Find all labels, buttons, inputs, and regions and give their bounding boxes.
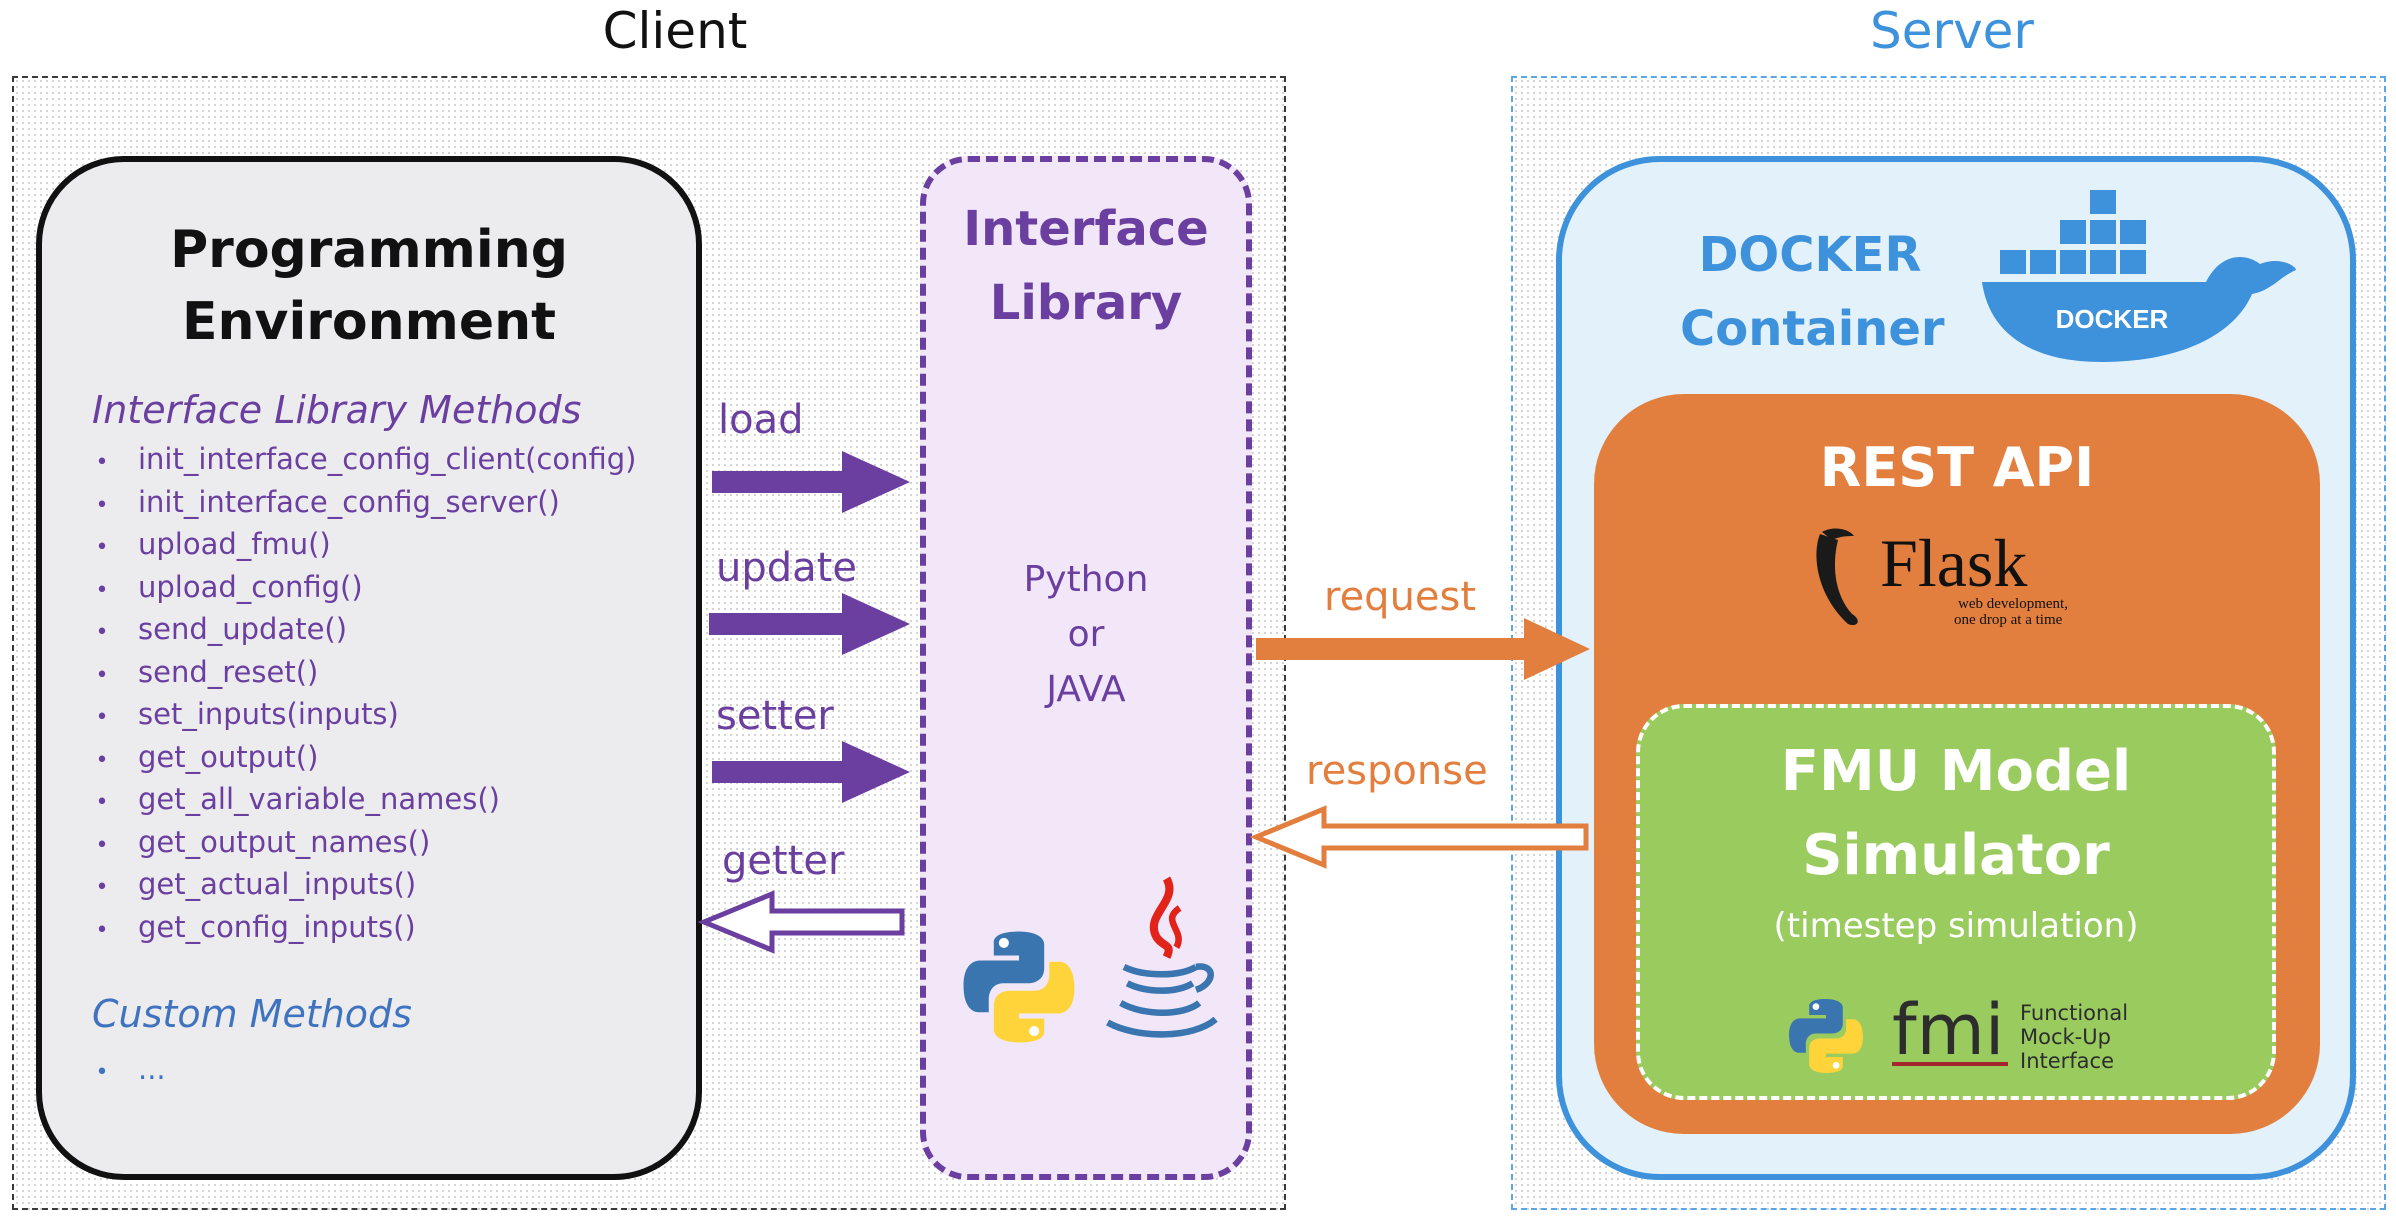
fmu-simulator-box: FMU Model Simulator (timestep simulation… bbox=[1636, 704, 2276, 1100]
method-label: upload_config() bbox=[138, 569, 363, 604]
lang-line: Python bbox=[1023, 559, 1149, 600]
interface-library-box: Interface Library Python or JAVA bbox=[920, 156, 1252, 1180]
title-line: FMU Model bbox=[1780, 739, 2132, 804]
response-arrow bbox=[1249, 805, 1589, 869]
method-item: • set_inputs(inputs) bbox=[66, 693, 636, 736]
request-arrow bbox=[1256, 618, 1590, 680]
update-arrow bbox=[709, 593, 910, 655]
bullet: • bbox=[95, 535, 109, 560]
docker-container-box: DOCKER Container DOCKER REST API Flask w… bbox=[1556, 156, 2356, 1180]
getter-arrow bbox=[697, 890, 905, 954]
method-label: set_inputs(inputs) bbox=[138, 697, 399, 731]
getter-label: getter bbox=[722, 838, 845, 884]
rest-api-title: REST API bbox=[1819, 436, 2095, 499]
docker-container-title: DOCKER Container bbox=[1680, 218, 1945, 366]
method-label: get_actual_inputs() bbox=[138, 867, 417, 901]
method-item: • upload_fmu() bbox=[66, 523, 636, 566]
method-item: • init_interface_config_client(config) bbox=[66, 438, 637, 481]
method-item: • get_output() bbox=[66, 736, 636, 779]
interface-library-title: Interface Library bbox=[926, 192, 1246, 340]
fmi-text-2: Mock-Up bbox=[2020, 1025, 2111, 1049]
method-item: • init_interface_config_server() bbox=[66, 481, 636, 524]
fmi-text-3: Interface bbox=[2020, 1049, 2114, 1073]
method-item: • get_config_inputs() bbox=[66, 906, 636, 949]
bullet: • bbox=[95, 875, 109, 900]
bullet: • bbox=[95, 620, 109, 645]
bullet: • bbox=[95, 450, 109, 475]
setter-arrow bbox=[712, 741, 910, 803]
python-logo-icon bbox=[963, 931, 1075, 1043]
custom-method-item: •... bbox=[66, 1048, 166, 1094]
python-logo-icon bbox=[1789, 999, 1863, 1073]
bullet: • bbox=[95, 705, 109, 730]
title-line: Environment bbox=[182, 292, 556, 352]
fmi-text-1: Functional bbox=[2020, 1001, 2128, 1025]
lang-line: or bbox=[1067, 614, 1105, 655]
bullet: • bbox=[95, 1060, 109, 1085]
method-item: • send_reset() bbox=[66, 651, 636, 694]
fmi-wordmark: fmi bbox=[1892, 990, 2004, 1071]
docker-whale-icon: DOCKER bbox=[1982, 190, 2296, 362]
bullet: • bbox=[95, 662, 109, 688]
docker-logo-text: DOCKER bbox=[2056, 304, 2169, 334]
flask-logo-icon: Flask web development, one drop at a tim… bbox=[1816, 525, 2068, 628]
bullet: • bbox=[95, 832, 109, 858]
flask-wordmark: Flask bbox=[1880, 525, 2027, 601]
request-label: request bbox=[1324, 574, 1477, 620]
title-line: DOCKER bbox=[1698, 227, 1922, 283]
method-label: init_interface_config_server() bbox=[138, 484, 560, 519]
method-item: • get_output_names() bbox=[66, 821, 636, 864]
method-label: send_update() bbox=[138, 612, 348, 646]
setter-label: setter bbox=[716, 693, 834, 739]
load-arrow bbox=[712, 451, 910, 513]
response-label: response bbox=[1306, 748, 1488, 794]
method-item: • send_update() bbox=[66, 608, 636, 651]
rest-api-box: REST API Flask web development, one drop… bbox=[1594, 394, 2320, 1134]
methods-list: • init_interface_config_client(config) • i… bbox=[66, 438, 637, 949]
load-label: load bbox=[718, 397, 804, 443]
method-item: • get_actual_inputs() bbox=[66, 863, 636, 906]
lang-line: JAVA bbox=[1046, 669, 1126, 710]
language-options: Python or JAVA bbox=[926, 552, 1246, 717]
method-label: upload_fmu() bbox=[138, 527, 331, 561]
custom-methods-heading: Custom Methods bbox=[92, 992, 412, 1036]
method-label: get_output() bbox=[138, 739, 319, 774]
method-item: • get_all_variable_names() bbox=[66, 778, 636, 821]
method-label: get_config_inputs() bbox=[138, 909, 416, 944]
programming-environment-box: Programming Environment Interface Librar… bbox=[36, 156, 702, 1180]
method-label: get_all_variable_names() bbox=[138, 782, 500, 816]
method-label: get_output_names() bbox=[138, 824, 431, 859]
fmu-simulator-title: FMU Model Simulator bbox=[1640, 730, 2272, 898]
custom-methods-list: •... bbox=[66, 1048, 166, 1094]
client-title: Client bbox=[602, 2, 748, 60]
flask-tagline-1: web development, bbox=[1958, 596, 2068, 612]
title-line: Container bbox=[1680, 301, 1945, 357]
fmi-logo-icon: fmi Functional Mock-Up Interface bbox=[1892, 990, 2128, 1073]
bullet: • bbox=[95, 577, 109, 603]
custom-method-label: ... bbox=[138, 1052, 166, 1086]
server-title: Server bbox=[1870, 2, 2034, 60]
flask-tagline-2: one drop at a time bbox=[1954, 612, 2063, 628]
method-item: • upload_config() bbox=[66, 566, 636, 609]
title-line: Programming bbox=[170, 220, 568, 280]
programming-environment-title: Programming Environment bbox=[42, 214, 696, 358]
methods-heading: Interface Library Methods bbox=[92, 388, 582, 432]
title-line: Simulator bbox=[1802, 823, 2110, 888]
title-line: Interface bbox=[963, 201, 1209, 257]
fmu-subtitle: (timestep simulation) bbox=[1773, 906, 2139, 946]
bullet: • bbox=[95, 790, 109, 815]
bullet: • bbox=[95, 492, 109, 518]
method-label: send_reset() bbox=[138, 654, 319, 689]
bullet: • bbox=[95, 747, 109, 773]
method-label: init_interface_config_client(config) bbox=[138, 442, 637, 476]
flask-horn-icon bbox=[1816, 528, 1858, 626]
bullet: • bbox=[95, 917, 109, 943]
update-label: update bbox=[716, 545, 857, 591]
java-logo-icon bbox=[1106, 876, 1218, 1038]
title-line: Library bbox=[989, 275, 1183, 331]
